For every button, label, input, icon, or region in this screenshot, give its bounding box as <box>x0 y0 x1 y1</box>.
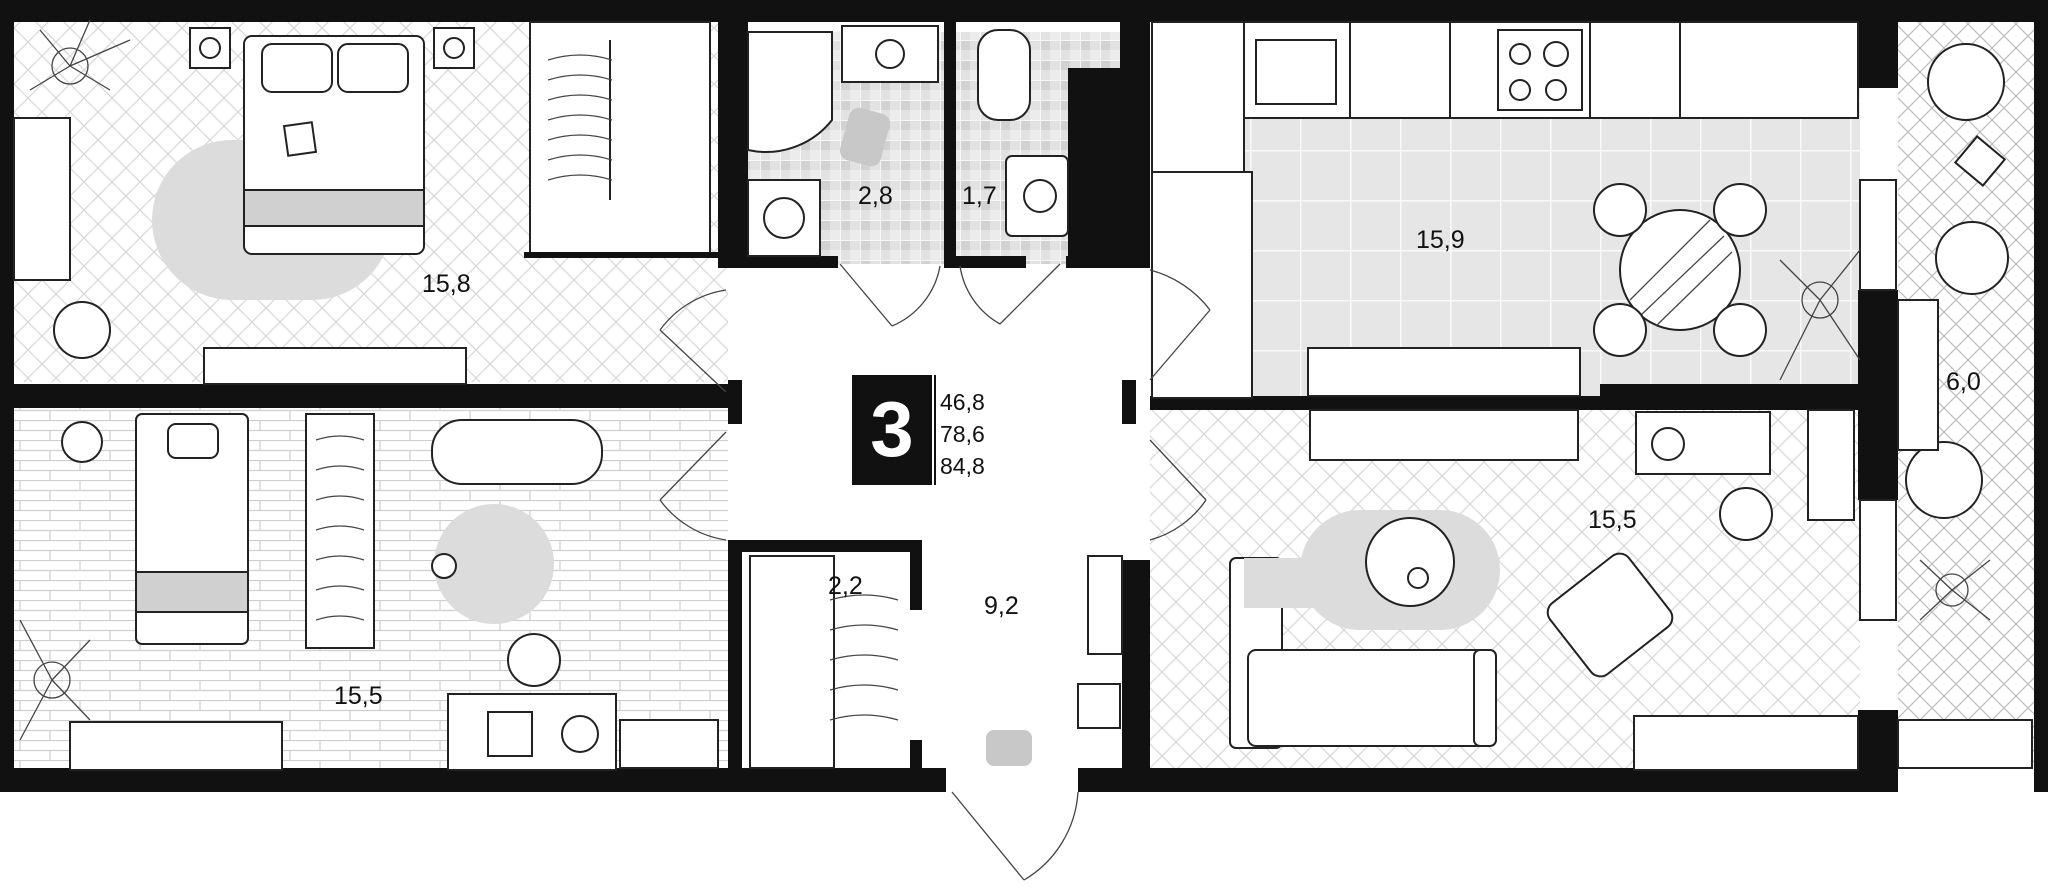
living-furniture <box>1149 409 1859 771</box>
plant-icon <box>1779 249 1861 381</box>
room-area-kitchen: 15,9 <box>1416 226 1465 254</box>
living-area-value: 46,8 <box>940 389 985 415</box>
stove-icon <box>1497 29 1583 111</box>
ball-icon <box>431 553 457 579</box>
room-area-toilet: 1,7 <box>962 182 997 210</box>
room-area-closet: 2,2 <box>828 572 863 600</box>
bathroom-furniture <box>747 25 941 327</box>
kitchen-furniture <box>1149 21 1861 399</box>
toilet-icon <box>977 29 1031 121</box>
wardrobe-icon <box>829 594 899 721</box>
sofa-icon <box>431 419 603 485</box>
area-with-balcony-value: 84,8 <box>940 453 985 479</box>
table-icon <box>1593 183 1767 357</box>
armchair-icon <box>507 633 561 687</box>
room-count-badge <box>852 375 932 485</box>
apartment-badge: 3 46,8 78,6 84,8 <box>852 375 985 485</box>
plant-icon <box>29 19 131 91</box>
plant-icon <box>19 619 91 741</box>
shower-icon <box>747 31 833 153</box>
balcony-furniture <box>1897 43 2033 769</box>
lamp-icon <box>61 421 103 463</box>
armchair-icon <box>1719 487 1773 541</box>
room-area-bedroom-top: 15,8 <box>422 270 471 298</box>
room-area-hallway: 9,2 <box>984 592 1019 620</box>
sofa-icon <box>1229 557 1497 749</box>
armchair-icon <box>1935 221 2009 295</box>
wardrobe-icon <box>315 435 365 621</box>
hallway-furniture <box>749 555 1123 881</box>
room-labels: 15,8 2,8 1,7 15,9 6,0 15,5 2,2 9,2 15,5 <box>334 182 1981 710</box>
armchair-icon <box>1546 552 1674 678</box>
plant-icon <box>1919 559 1991 621</box>
room-area-living: 15,5 <box>1588 506 1637 534</box>
total-area-value: 78,6 <box>940 421 985 447</box>
sink-icon <box>841 25 939 83</box>
walls <box>0 0 2048 792</box>
armchair-icon <box>1927 43 2005 121</box>
armchair-icon <box>1905 441 1983 519</box>
room-area-bathroom: 2,8 <box>858 182 893 210</box>
bedroom-top-furniture <box>13 19 727 393</box>
room-count: 3 <box>870 385 913 473</box>
bedroom-bottom-furniture <box>19 413 727 771</box>
room-area-balcony: 6,0 <box>1946 368 1981 396</box>
room-area-bedroom-bottom: 15,5 <box>334 682 383 710</box>
wardrobe-icon <box>547 54 613 181</box>
toilet-furniture <box>959 29 1069 325</box>
